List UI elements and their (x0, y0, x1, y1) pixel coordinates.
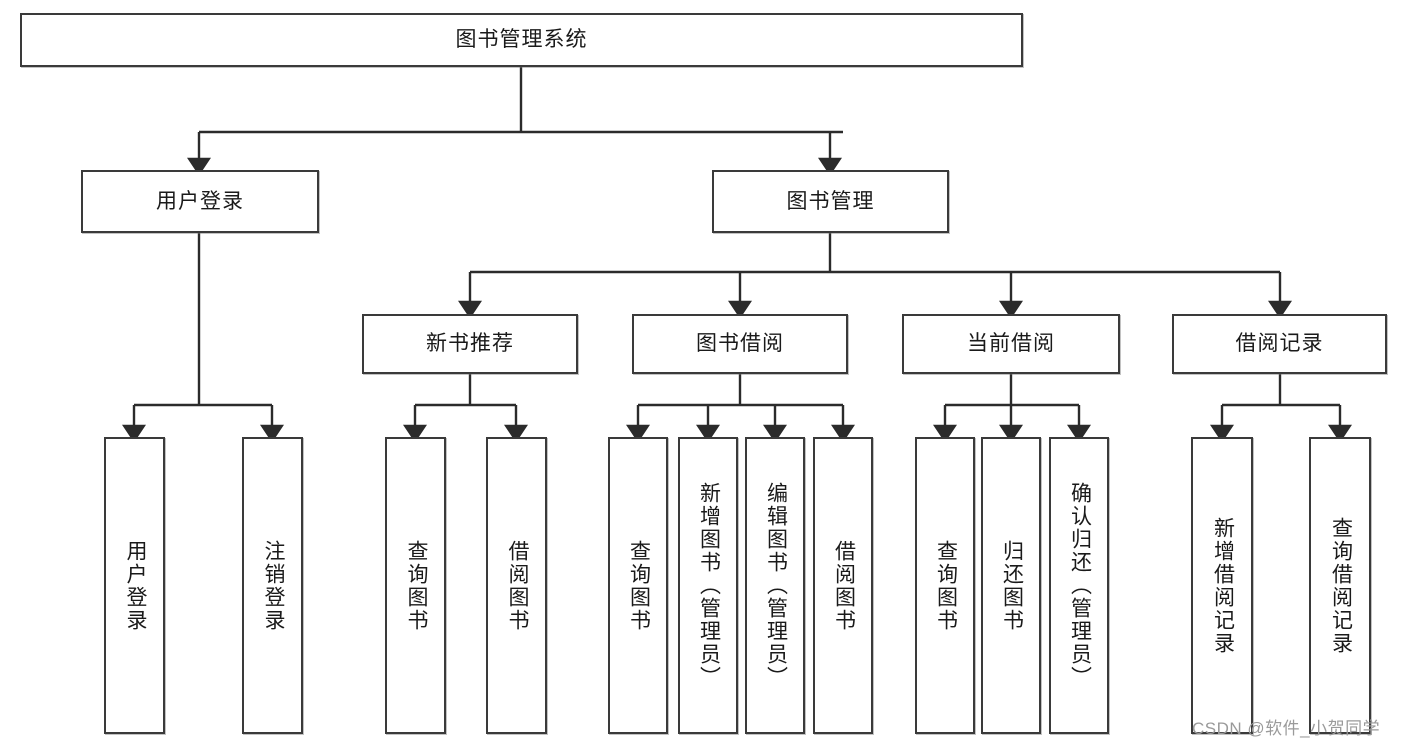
node-user-login[interactable]: 用户登录 (81, 170, 319, 233)
leaf-query-book-3-label: 查询图书 (934, 539, 958, 632)
leaf-query-book-2-label: 查询图书 (627, 539, 651, 632)
node-root-label: 图书管理系统 (455, 28, 588, 52)
leaf-borrow-book-2-label: 借阅图书 (832, 539, 856, 632)
leaf-add-record[interactable]: 新增借阅记录 (1191, 437, 1253, 734)
node-root[interactable]: 图书管理系统 (20, 13, 1023, 67)
csdn-watermark: CSDN @软件_小贺同学 (1192, 719, 1381, 738)
leaf-add-record-label: 新增借阅记录 (1211, 516, 1235, 655)
leaf-user-logout[interactable]: 注销登录 (242, 437, 303, 734)
leaf-query-record[interactable]: 查询借阅记录 (1309, 437, 1371, 734)
node-borrow-record-label: 借阅记录 (1235, 332, 1324, 356)
node-user-login-label: 用户登录 (156, 189, 244, 213)
leaf-query-book-3[interactable]: 查询图书 (915, 437, 975, 734)
leaf-edit-book[interactable]: 编辑图书（管理员） (745, 437, 805, 734)
leaf-query-book-1[interactable]: 查询图书 (385, 437, 446, 734)
leaf-query-book-2[interactable]: 查询图书 (608, 437, 668, 734)
node-new-book-rec[interactable]: 新书推荐 (362, 314, 578, 374)
leaf-user-login-label: 用户登录 (123, 539, 147, 632)
leaf-edit-book-label: 编辑图书（管理员） (764, 482, 788, 689)
node-borrow-record[interactable]: 借阅记录 (1172, 314, 1387, 374)
node-book-borrow-label: 图书借阅 (696, 332, 784, 356)
node-book-manage-label: 图书管理 (786, 189, 875, 213)
leaf-user-login[interactable]: 用户登录 (104, 437, 165, 734)
leaf-add-book-label: 新增图书（管理员） (697, 482, 721, 689)
node-new-book-rec-label: 新书推荐 (426, 332, 514, 356)
leaf-user-logout-label: 注销登录 (261, 539, 285, 632)
leaf-return-book-label: 归还图书 (1000, 539, 1024, 632)
node-current-borrow[interactable]: 当前借阅 (902, 314, 1120, 374)
leaf-borrow-book-1[interactable]: 借阅图书 (486, 437, 547, 734)
leaf-query-record-label: 查询借阅记录 (1329, 516, 1353, 655)
node-book-manage[interactable]: 图书管理 (712, 170, 949, 233)
node-current-borrow-label: 当前借阅 (967, 332, 1055, 356)
leaf-return-book[interactable]: 归还图书 (981, 437, 1041, 734)
leaf-query-book-1-label: 查询图书 (404, 539, 428, 632)
leaf-add-book[interactable]: 新增图书（管理员） (678, 437, 738, 734)
leaf-confirm-return[interactable]: 确认归还（管理员） (1049, 437, 1109, 734)
leaf-confirm-return-label: 确认归还（管理员） (1068, 482, 1092, 689)
leaf-borrow-book-2[interactable]: 借阅图书 (813, 437, 873, 734)
leaf-borrow-book-1-label: 借阅图书 (505, 539, 529, 632)
node-book-borrow[interactable]: 图书借阅 (632, 314, 848, 374)
